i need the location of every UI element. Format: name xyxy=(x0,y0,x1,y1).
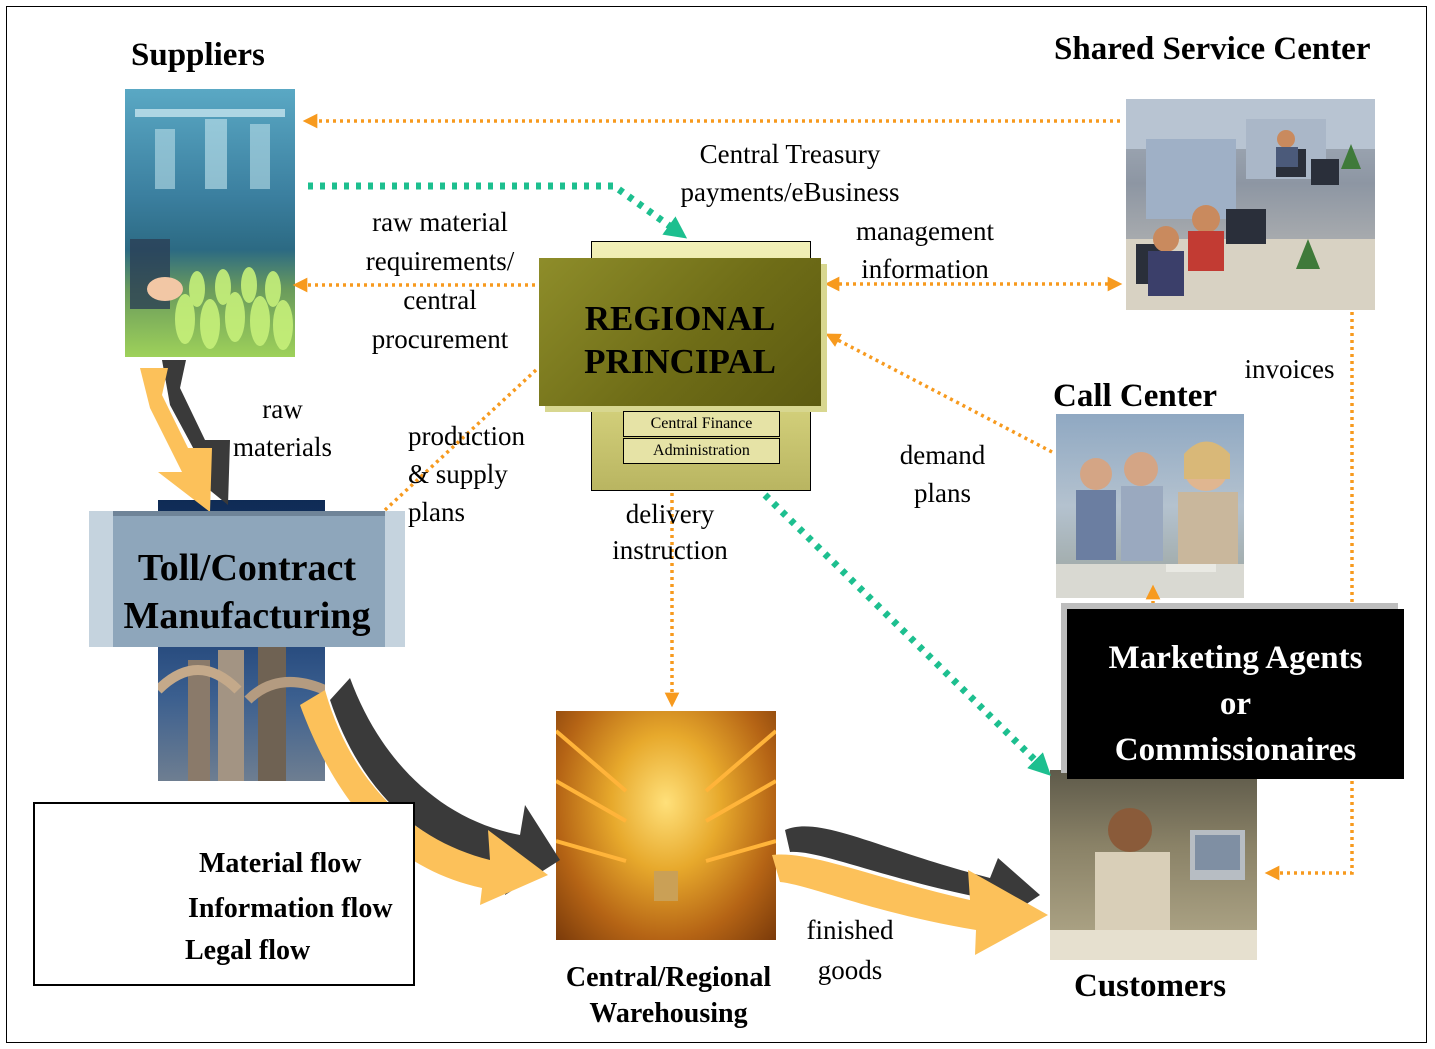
mgmt-line2: information xyxy=(861,254,989,284)
material-warehouse-to-customers xyxy=(772,826,1048,955)
marketing-line3: Commissionaires xyxy=(1114,732,1357,768)
legend-legal-label: Legal flow xyxy=(185,935,311,966)
toll-line2: Manufacturing xyxy=(123,595,371,637)
marketing-line2: or xyxy=(1219,686,1252,722)
prod-line1: production xyxy=(408,421,525,451)
raw-req-line3: central xyxy=(403,285,477,315)
delivery-line2: instruction xyxy=(612,535,728,565)
prod-line2: & supply xyxy=(408,459,508,489)
raw-req-line2: requirements/ xyxy=(365,246,515,276)
suppliers-photo xyxy=(125,89,295,357)
warehouse-photo xyxy=(556,711,776,940)
treasury-line1: Central Treasury xyxy=(699,139,881,169)
regional-principal-box: REGIONAL PRINCIPAL xyxy=(539,258,821,406)
finished-line1: finished xyxy=(806,915,894,945)
production-supply-plans-label: production & supply plans xyxy=(408,417,558,531)
regional-principal-line2: PRINCIPAL xyxy=(584,342,776,381)
treasury-line2: payments/eBusiness xyxy=(680,177,900,207)
warehousing-title: Central/Regional Warehousing xyxy=(546,960,791,1032)
raw-req-line1: raw material xyxy=(372,207,508,237)
raw-material-requirements-label: raw material requirements/ central procu… xyxy=(340,203,540,359)
call-center-title: Call Center xyxy=(1053,378,1218,414)
shared-service-center-photo xyxy=(1126,99,1375,310)
delivery-line1: delivery xyxy=(625,499,715,529)
warehousing-line2: Warehousing xyxy=(589,998,748,1029)
material-suppliers-to-toll xyxy=(140,360,230,512)
demand-line2: plans xyxy=(914,478,971,508)
toll-manufacturing-label: Toll/Contract Manufacturing xyxy=(89,544,405,640)
regional-principal-line1: REGIONAL xyxy=(584,299,776,338)
administration-label: Administration xyxy=(623,438,780,464)
customers-title: Customers xyxy=(1074,968,1227,1004)
mgmt-line1: management xyxy=(856,216,994,246)
diagram-frame xyxy=(6,6,1427,1043)
raw-req-line4: procurement xyxy=(371,324,509,354)
raw-mat-line1: raw xyxy=(262,394,303,424)
demand-plans-label: demand plans xyxy=(880,436,1005,512)
marketing-agents-box xyxy=(1067,609,1404,779)
raw-mat-line2: materials xyxy=(233,432,332,462)
suppliers-title: Suppliers xyxy=(131,37,265,73)
call-center-photo xyxy=(1056,414,1244,598)
management-information-label: management information xyxy=(830,212,1020,288)
customers-photo xyxy=(1050,770,1257,960)
raw-materials-label: raw materials xyxy=(220,390,345,466)
demand-line1: demand xyxy=(899,440,986,470)
marketing-line1: Marketing Agents xyxy=(1108,640,1363,676)
warehousing-line1: Central/Regional xyxy=(565,962,772,993)
legal-principal-to-customers xyxy=(762,492,1051,776)
finished-goods-label: finished goods xyxy=(790,910,910,990)
legend-material-label: Material flow xyxy=(199,848,362,879)
info-callcenter-to-principal xyxy=(825,333,1053,454)
invoices-label: invoices xyxy=(1244,354,1335,384)
finished-line2: goods xyxy=(817,955,883,985)
central-finance-label: Central Finance xyxy=(623,411,780,437)
legend-information-label: Information flow xyxy=(188,893,393,924)
marketing-agents-label: Marketing Agents or Commissionaires xyxy=(1067,635,1404,773)
treasury-label: Central Treasury payments/eBusiness xyxy=(650,135,930,211)
prod-line3: plans xyxy=(408,497,465,527)
material-toll-to-warehouse xyxy=(300,678,560,905)
shared-service-center-title: Shared Service Center xyxy=(1054,31,1371,67)
delivery-instruction-label: delivery instruction xyxy=(590,496,750,568)
legend-box xyxy=(33,802,415,986)
toll-line1: Toll/Contract xyxy=(137,547,357,589)
toll-manufacturing-box xyxy=(113,511,385,647)
info-invoices xyxy=(1264,312,1354,881)
